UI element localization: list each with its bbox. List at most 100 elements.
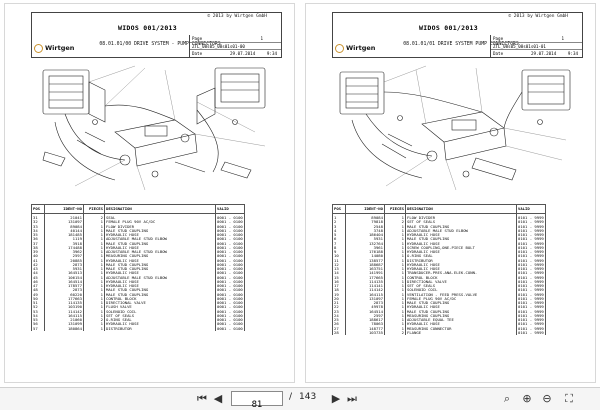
cell-designation: ADJUSTABLE MALE STUD ELBOW: [405, 228, 517, 233]
cell-valid: 0001 - 0100: [215, 291, 245, 297]
cell-designation: MEASURING COUPLING: [104, 253, 216, 259]
column-header-valid: VALID: [215, 204, 245, 214]
cell-valid: 0001 - 0100: [215, 249, 245, 255]
cell-designation: FEMALE PLUG 90V AC/DC: [405, 296, 517, 301]
cell-valid: 0101 - 9999: [516, 317, 546, 323]
cell-valid: 0001 - 0100: [215, 295, 245, 301]
last-page-icon[interactable]: ⏭: [347, 392, 357, 405]
cell-valid: 0001 - 0100: [215, 232, 245, 238]
cell-designation: MALE STUD COUPLING: [405, 300, 517, 306]
cell-ident-no: 103735: [345, 330, 385, 335]
cell-designation: DIRECTIONAL VALVE: [104, 300, 216, 306]
meta-reference: ZTL_08s05_08s01s01-01: [493, 43, 546, 49]
cell-valid: 0101 - 9999: [516, 274, 546, 280]
cell-designation: SOLENOID COIL: [104, 309, 216, 314]
zoom-out-icon[interactable]: ⊖: [542, 392, 552, 405]
column-header-pieces: PIECES: [83, 204, 105, 214]
cell-valid: 0101 - 9999: [516, 240, 546, 246]
cell-valid: 0101 - 9999: [516, 278, 546, 284]
cell-designation: HYDRAULIC HOSE: [104, 279, 216, 284]
document-number: WIDOS 001/2013: [118, 24, 177, 32]
meta-date-label: Date: [192, 51, 203, 57]
cell-designation: MALE STUD COUPLING: [405, 309, 517, 314]
page-header: © 2013 by Wirtgen GmbH WIDOS 001/2013 Wi…: [31, 12, 282, 58]
cell-valid: 0101 - 9999: [516, 300, 546, 306]
document-page-left: © 2013 by Wirtgen GmbH WIDOS 001/2013 Wi…: [4, 3, 295, 383]
cell-designation: MALE STUD COUPLING: [104, 241, 216, 246]
cell-designation: HYDRAULIC HOSE: [405, 241, 517, 246]
cell-valid: 0101 - 9999: [516, 266, 546, 272]
meta-time: 9:34: [567, 51, 578, 57]
cell-valid: 0001 - 0100: [215, 236, 245, 242]
first-page-icon[interactable]: ⏮: [197, 392, 207, 405]
fullscreen-icon[interactable]: ⛶: [565, 392, 573, 405]
exploded-parts-drawing: [339, 65, 571, 191]
cell-designation: FLOW DIVIDER: [104, 224, 216, 229]
search-icon[interactable]: ⌕: [503, 392, 511, 405]
cell-designation: ADJUSTABLE MALE STUD ELBOW: [104, 249, 216, 255]
cell-valid: 0101 - 9999: [516, 253, 546, 259]
page-header: © 2013 by Wirtgen GmbH WIDOS 001/2013 Wi…: [332, 12, 583, 58]
prev-page-icon[interactable]: ◀: [213, 392, 223, 405]
cell-designation: CONTROL BLOCK: [104, 296, 216, 301]
cell-valid: 0001 - 0100: [215, 325, 245, 331]
cell-valid: 0001 - 0100: [215, 213, 245, 221]
cell-designation: MALE STUD COUPLING: [405, 236, 517, 242]
page-number-input[interactable]: [232, 398, 282, 412]
logo-ring-icon: [34, 44, 43, 53]
page-separator: /: [289, 392, 293, 402]
cell-designation: HYDRAULIC HOSE: [104, 283, 216, 289]
cell-designation: HYDRAULIC HOSE: [405, 321, 517, 327]
zoom-in-icon[interactable]: ⊕: [522, 392, 532, 405]
cell-designation: ADJUSTABLE MALE STUD ELBOW: [104, 275, 216, 280]
cell-valid: 0101 - 9999: [516, 329, 546, 335]
next-page-icon[interactable]: ▶: [331, 392, 341, 405]
page-number-field[interactable]: [231, 391, 283, 412]
cell-designation: HYDRAULIC HOSE: [405, 262, 517, 267]
cell-designation: FEMALE PLUG 90V AC/DC: [104, 219, 216, 225]
page-title: 08.01.01/00 DRIVE SYSTEM - PUMP CONNECTO…: [99, 42, 221, 47]
meta-date: 29.07.2014: [531, 51, 557, 57]
total-pages: 143: [299, 392, 317, 402]
meta-page-value: 1: [561, 36, 564, 41]
cell-valid: 0101 - 9999: [516, 283, 546, 289]
copyright-text: © 2013 by Wirtgen GmbH: [207, 14, 267, 19]
cell-designation: VENTILATION - FEED PRESS.VALVE: [405, 292, 517, 297]
cell-valid: 0101 - 9999: [516, 287, 546, 293]
cell-designation: MEASURING CONNECTOR: [405, 326, 517, 331]
cell-valid: 0101 - 9999: [516, 308, 546, 314]
column-header-pos: POS: [332, 204, 346, 214]
cell-valid: 0001 - 0100: [215, 261, 245, 267]
cell-valid: 0001 - 0100: [215, 274, 245, 280]
cell-valid: 0001 - 0100: [215, 223, 245, 229]
wirtgen-logo: Wirtgen: [34, 43, 74, 55]
cell-designation: DISTRIBUTOR: [104, 326, 216, 331]
cell-designation: MALE STUD COUPLING: [104, 266, 216, 272]
cell-valid: 0001 - 0100: [215, 321, 245, 327]
